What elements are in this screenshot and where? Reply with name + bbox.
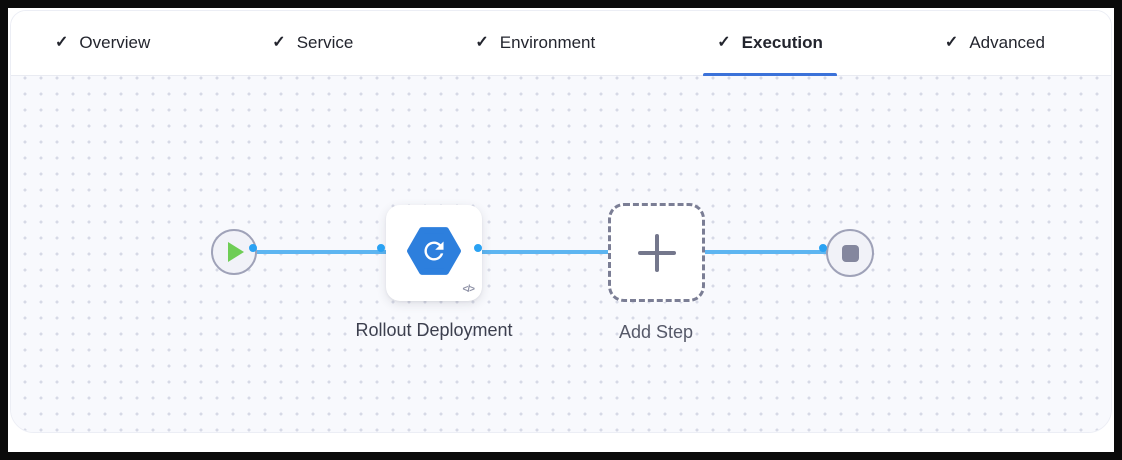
step-label: Rollout Deployment: [355, 320, 513, 340]
step-rollout-deployment[interactable]: </>: [386, 205, 482, 301]
check-icon: ✓: [55, 34, 69, 51]
rollout-deployment-icon: [406, 223, 462, 284]
plus-icon: [637, 233, 676, 272]
check-icon: ✓: [717, 34, 731, 51]
stage-config-panel: ✓ Overview ✓ Service ✓ Environment ✓ Exe…: [10, 10, 1112, 433]
play-icon: [228, 242, 244, 262]
pipeline-end-node: [826, 229, 874, 277]
tab-label: Service: [296, 33, 354, 52]
tab-label: Overview: [79, 33, 151, 52]
tab-overview[interactable]: ✓ Overview: [41, 11, 164, 75]
connector-dot: [249, 244, 257, 252]
tab-advanced[interactable]: ✓ Advanced: [931, 11, 1059, 75]
pipeline-edge: [255, 250, 830, 254]
connector-dot: [819, 244, 827, 252]
check-icon: ✓: [475, 34, 489, 51]
tab-label: Environment: [499, 33, 596, 52]
tab-environment[interactable]: ✓ Environment: [461, 11, 609, 75]
add-step-label: Add Step: [618, 322, 694, 342]
stage-tab-bar: ✓ Overview ✓ Service ✓ Environment ✓ Exe…: [11, 11, 1111, 77]
code-icon: </>: [462, 284, 476, 295]
pipeline-canvas[interactable]: </> Rollout Deployment Add Step: [11, 76, 1111, 432]
tab-label: Advanced: [969, 33, 1045, 52]
add-step-button[interactable]: [608, 203, 705, 302]
pipeline-start-node: [211, 229, 257, 275]
tab-execution[interactable]: ✓ Execution: [703, 11, 837, 77]
check-icon: ✓: [944, 34, 959, 51]
stop-icon: [841, 244, 859, 262]
connector-dot: [377, 244, 385, 252]
connector-dot: [474, 244, 482, 252]
tab-label: Execution: [741, 33, 823, 52]
tab-service[interactable]: ✓ Service: [258, 11, 367, 75]
check-icon: ✓: [272, 34, 286, 51]
